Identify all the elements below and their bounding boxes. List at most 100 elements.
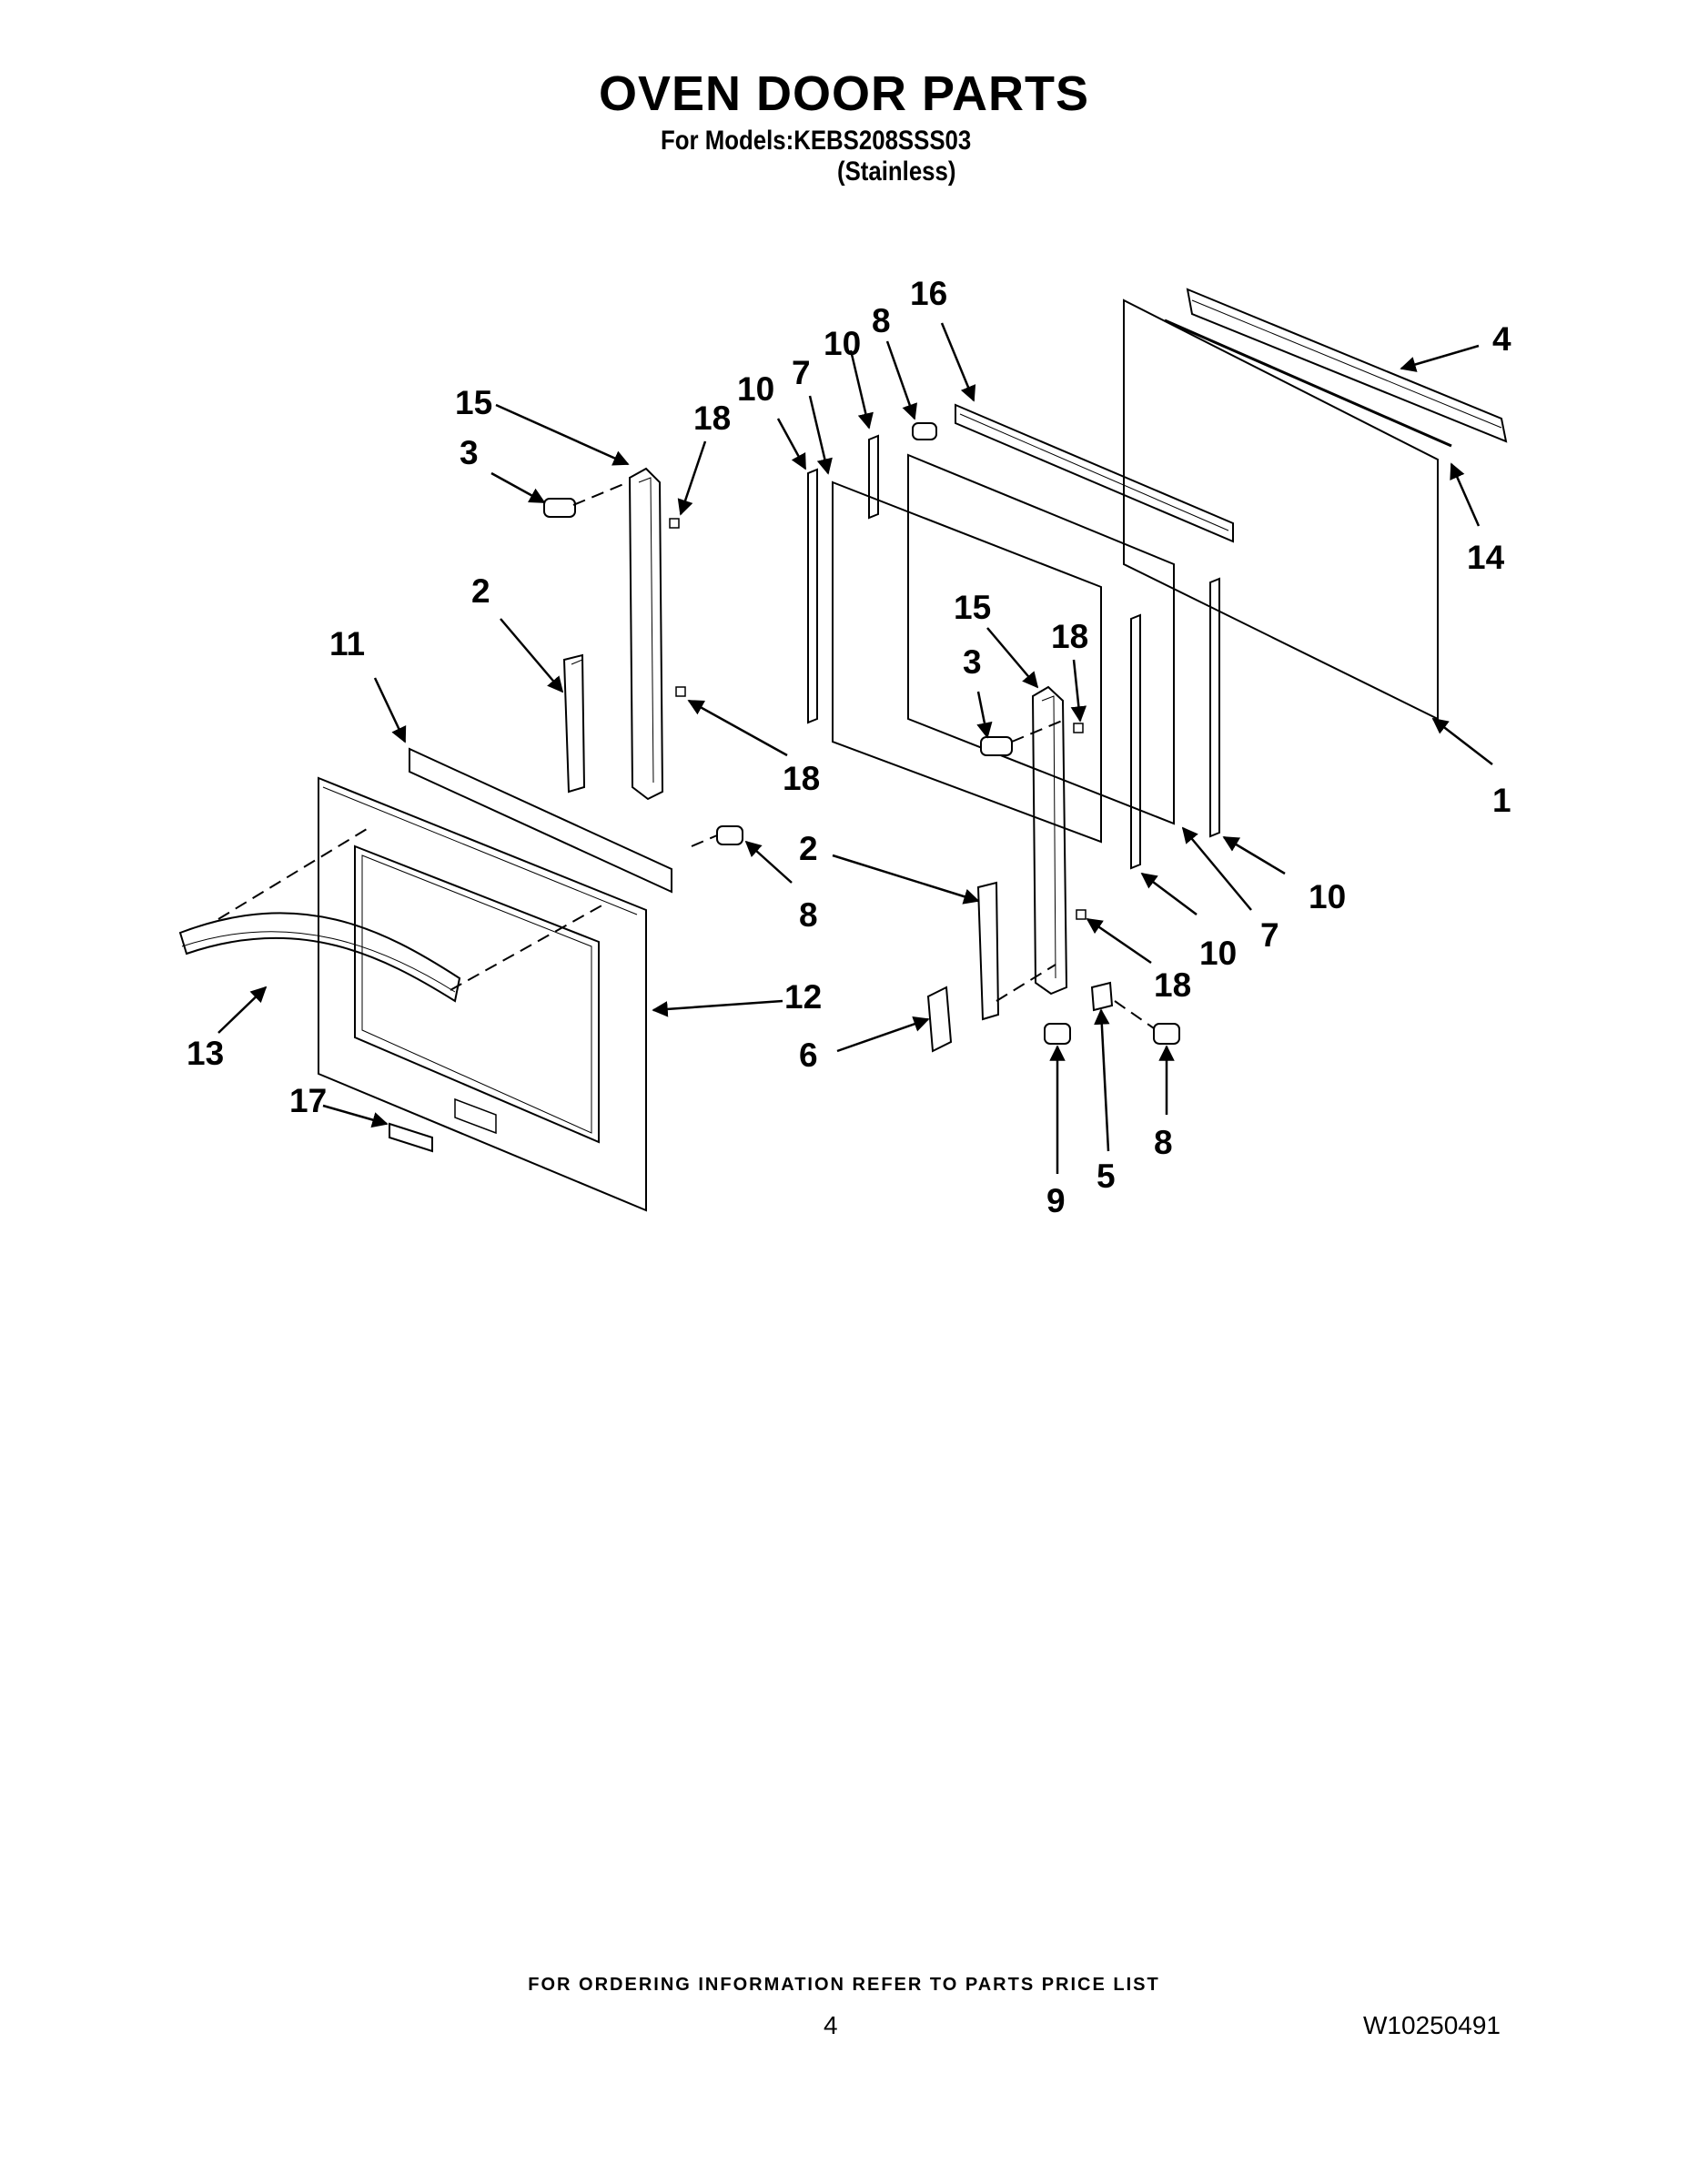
leader-10c [1140,872,1198,915]
dash-screw-door [691,834,718,847]
finish-line: (Stainless) [837,157,956,187]
callout-9: 9 [1046,1182,1066,1219]
leader-11 [373,677,407,743]
callout-7b: 7 [1260,916,1279,954]
ordering-note: FOR ORDERING INFORMATION REFER TO PARTS … [528,1975,1160,1995]
dash-screw-right [1011,718,1067,743]
hinge-clip [1090,981,1114,1012]
leader-10a [776,418,807,470]
callout-5: 5 [1097,1158,1116,1195]
callout-4: 4 [1492,320,1511,358]
leader-18b [687,699,788,757]
leader-3a [490,471,546,504]
glass-spacer-right-2 [1209,577,1220,838]
inner-glass-panel [832,480,1102,844]
callout-11: 11 [329,625,365,662]
door-badge [389,1122,433,1153]
callout-15a: 15 [455,384,492,421]
leader-5 [1094,1008,1110,1152]
leader-17 [322,1104,389,1128]
leader-7a [808,395,833,475]
vent-trim-strip [409,747,672,894]
left-hinge-assembly [562,467,664,801]
callout-10c: 10 [1199,935,1237,972]
callout-17: 17 [289,1082,327,1119]
leader-4 [1400,344,1480,372]
models-line: For Models:KEBS208SSS03 [661,126,972,156]
callout-10b: 10 [824,325,861,362]
clip-18-d [1076,909,1087,920]
callout-18b: 18 [783,760,820,797]
screw-8-bottom [1153,1023,1180,1045]
callout-12: 12 [784,978,822,1016]
dash-handle-right [450,903,606,991]
top-trim-channel [1186,288,1508,443]
screw-8-door [716,825,743,845]
screw-9 [1044,1023,1071,1045]
document-number: W10250491 [1363,2011,1501,2039]
glass-pack-bracket [955,403,1234,543]
hinge-receptacle [926,986,953,1053]
dash-screw-bottom [1114,1000,1155,1029]
callout-16: 16 [910,275,947,312]
clip-18-b [675,686,686,697]
dash-hinge-lower [996,964,1056,1002]
leader-8b [744,840,793,884]
leader-1 [1431,717,1493,765]
leader-7b [1181,826,1252,911]
callout-8c: 8 [1154,1124,1173,1161]
screw-3-left [543,498,576,518]
callout-10a: 10 [737,370,774,408]
leader-2b [832,854,980,905]
callout-8a: 8 [872,302,891,339]
door-handle [178,912,461,1003]
leader-13 [217,986,268,1034]
glass-spacer-left-2 [868,434,879,520]
screw-3-right [980,736,1013,756]
callout-10d: 10 [1309,878,1346,915]
callout-15b: 15 [954,589,991,626]
middle-glass-panel [907,453,1175,825]
leader-16 [940,322,976,402]
right-hinge-assembly [976,685,1068,1021]
page-number: 4 [824,2011,838,2039]
callout-18a: 18 [693,399,731,437]
leader-18d [1086,917,1152,965]
dash-screw-left [572,481,629,506]
leader-3b [976,691,993,739]
callout-1: 1 [1492,782,1511,819]
screw-8-top [912,422,937,440]
clip-18-a [669,518,680,529]
glass-spacer-right-1 [1130,613,1141,870]
gasket-strip [1164,318,1452,448]
callout-14: 14 [1467,539,1505,576]
callout-3a: 3 [460,434,479,471]
leader-15b [986,627,1039,689]
leader-8a [885,340,918,420]
clip-18-c [1073,723,1084,733]
callout-2b: 2 [799,830,818,867]
callout-7a: 7 [792,354,811,391]
page-title: OVEN DOOR PARTS [598,66,1090,121]
leader-10b [849,349,874,430]
leader-18a [677,440,707,516]
callout-18d: 18 [1154,966,1191,1004]
outer-door-panel [318,776,647,1212]
callout-13: 13 [187,1035,224,1072]
callout-2a: 2 [471,572,490,610]
leader-10d [1222,835,1286,875]
callout-6: 6 [799,1036,818,1074]
leader-2a [500,618,564,693]
glass-spacer-left-1 [807,468,818,724]
callout-3b: 3 [963,643,982,681]
outer-glass-panel [1123,298,1439,721]
leader-15a [495,403,630,466]
leader-12 [652,999,783,1017]
callout-18c: 18 [1051,618,1088,655]
dash-handle-left [217,825,372,920]
callout-8b: 8 [799,896,818,934]
leader-6 [836,1016,930,1053]
leader-14 [1450,462,1481,527]
leader-18c [1070,659,1087,723]
